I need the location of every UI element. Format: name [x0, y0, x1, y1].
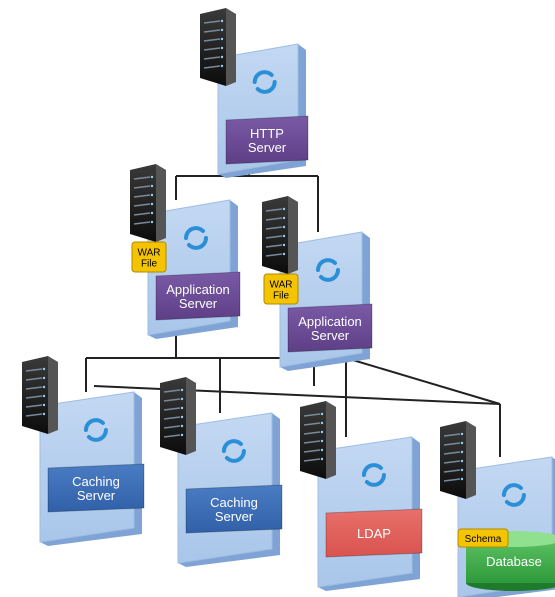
label-box [325, 508, 423, 558]
sync-icon [316, 258, 340, 282]
server-tower-icon [200, 8, 236, 86]
server-tower-icon [130, 164, 166, 242]
tag-badge [131, 241, 167, 273]
server-tower-icon [262, 196, 298, 274]
sync-icon [83, 418, 108, 442]
node-label: Database [486, 554, 542, 569]
server-tower-icon [300, 401, 336, 479]
sync-icon [184, 226, 208, 250]
node-db: Database Schema [440, 421, 555, 597]
label-box [47, 463, 145, 513]
server-tower-icon [440, 421, 476, 499]
label-box [185, 484, 283, 534]
sync-icon [252, 70, 277, 94]
connector-app1-db [345, 357, 501, 405]
label-box [225, 115, 309, 165]
tag-label: Schema [465, 534, 502, 545]
node-ldap: LDAP [300, 401, 423, 591]
label-box [155, 271, 241, 321]
server-tower-icon [22, 356, 58, 434]
label-box [287, 303, 373, 353]
sync-icon [221, 439, 246, 463]
sync-icon [501, 483, 526, 507]
tag-badge [457, 528, 509, 548]
connector-app2-bus [93, 385, 501, 405]
sync-icon [361, 463, 386, 487]
node-label: LDAP [357, 526, 391, 541]
server-tower-icon [160, 377, 196, 455]
tag-badge [263, 273, 299, 305]
